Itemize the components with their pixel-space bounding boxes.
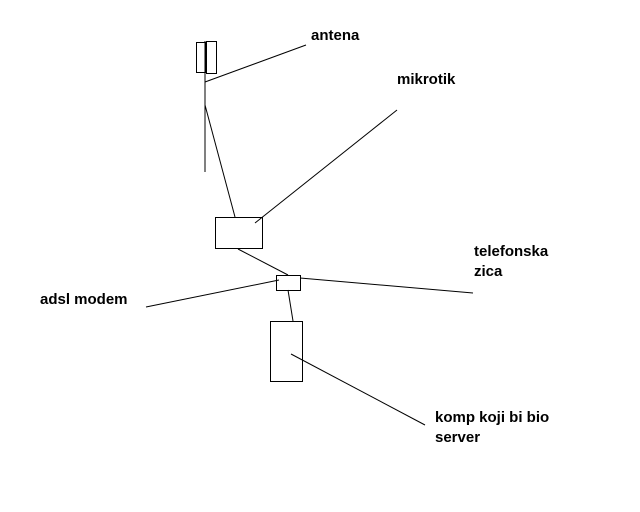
router-leader-line	[254, 109, 398, 224]
router-to-modem-cable	[237, 248, 289, 276]
modem-box	[276, 275, 301, 291]
antenna-label: antena	[311, 27, 360, 44]
server-leader-line	[290, 353, 426, 426]
modem-to-server-cable	[287, 289, 294, 322]
antenna-to-router-cable	[204, 104, 236, 218]
router-box	[215, 217, 263, 249]
server-label-2: server	[435, 429, 481, 446]
server-label-1: komp koji bi bio	[435, 409, 550, 426]
modem-label: adsl modem	[40, 291, 128, 308]
phone-line-label-1: telefonska	[474, 243, 549, 260]
modem-leader-line	[145, 279, 280, 308]
phone-line-label-2: zica	[474, 263, 503, 280]
antenna-leader-line	[204, 44, 307, 83]
antenna-shape	[196, 41, 217, 172]
server-box	[270, 321, 303, 382]
phone-line	[299, 277, 474, 294]
router-label: mikrotik	[397, 71, 456, 88]
